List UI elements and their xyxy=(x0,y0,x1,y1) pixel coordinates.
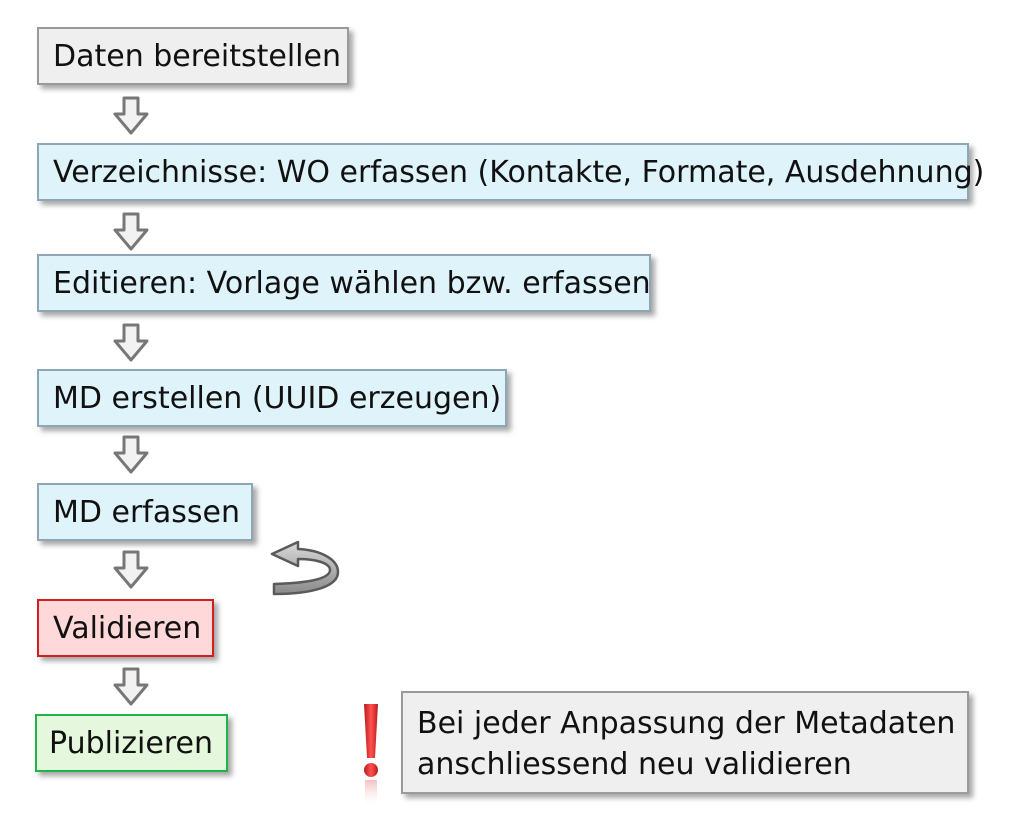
down-arrow-icon xyxy=(111,323,151,363)
step-md-erstellen: MD erstellen (UUID erzeugen) xyxy=(37,369,507,427)
step-label: MD erstellen (UUID erzeugen) xyxy=(53,380,502,416)
step-validieren: Validieren xyxy=(37,599,214,657)
step-daten-bereitstellen: Daten bereitstellen xyxy=(37,27,349,85)
step-verzeichnisse: Verzeichnisse: WO erfassen (Kontakte, Fo… xyxy=(37,143,984,201)
down-arrow-icon xyxy=(111,212,151,252)
step-publizieren: Publizieren xyxy=(35,714,228,772)
note-line-1: Bei jeder Anpassung der Metadaten xyxy=(417,706,956,741)
step-label: Publizieren xyxy=(49,725,213,761)
step-label: MD erfassen xyxy=(53,494,240,530)
down-arrow-icon xyxy=(111,550,151,590)
loop-arrow-icon xyxy=(268,536,342,600)
note-line-2: anschliessend neu validieren xyxy=(417,747,852,782)
exclamation-icon xyxy=(360,702,382,810)
step-editieren: Editieren: Vorlage wählen bzw. erfassen xyxy=(37,254,651,312)
step-md-erfassen: MD erfassen xyxy=(37,483,253,541)
down-arrow-icon xyxy=(111,435,151,475)
down-arrow-icon xyxy=(111,96,151,136)
step-label: Validieren xyxy=(53,610,202,646)
down-arrow-icon xyxy=(111,667,151,707)
validation-note: Bei jeder Anpassung der Metadaten anschl… xyxy=(401,691,969,794)
step-label: Editieren: Vorlage wählen bzw. erfassen xyxy=(53,265,651,301)
step-label: Daten bereitstellen xyxy=(53,38,341,74)
step-label: Verzeichnisse: WO erfassen (Kontakte, Fo… xyxy=(53,154,985,190)
